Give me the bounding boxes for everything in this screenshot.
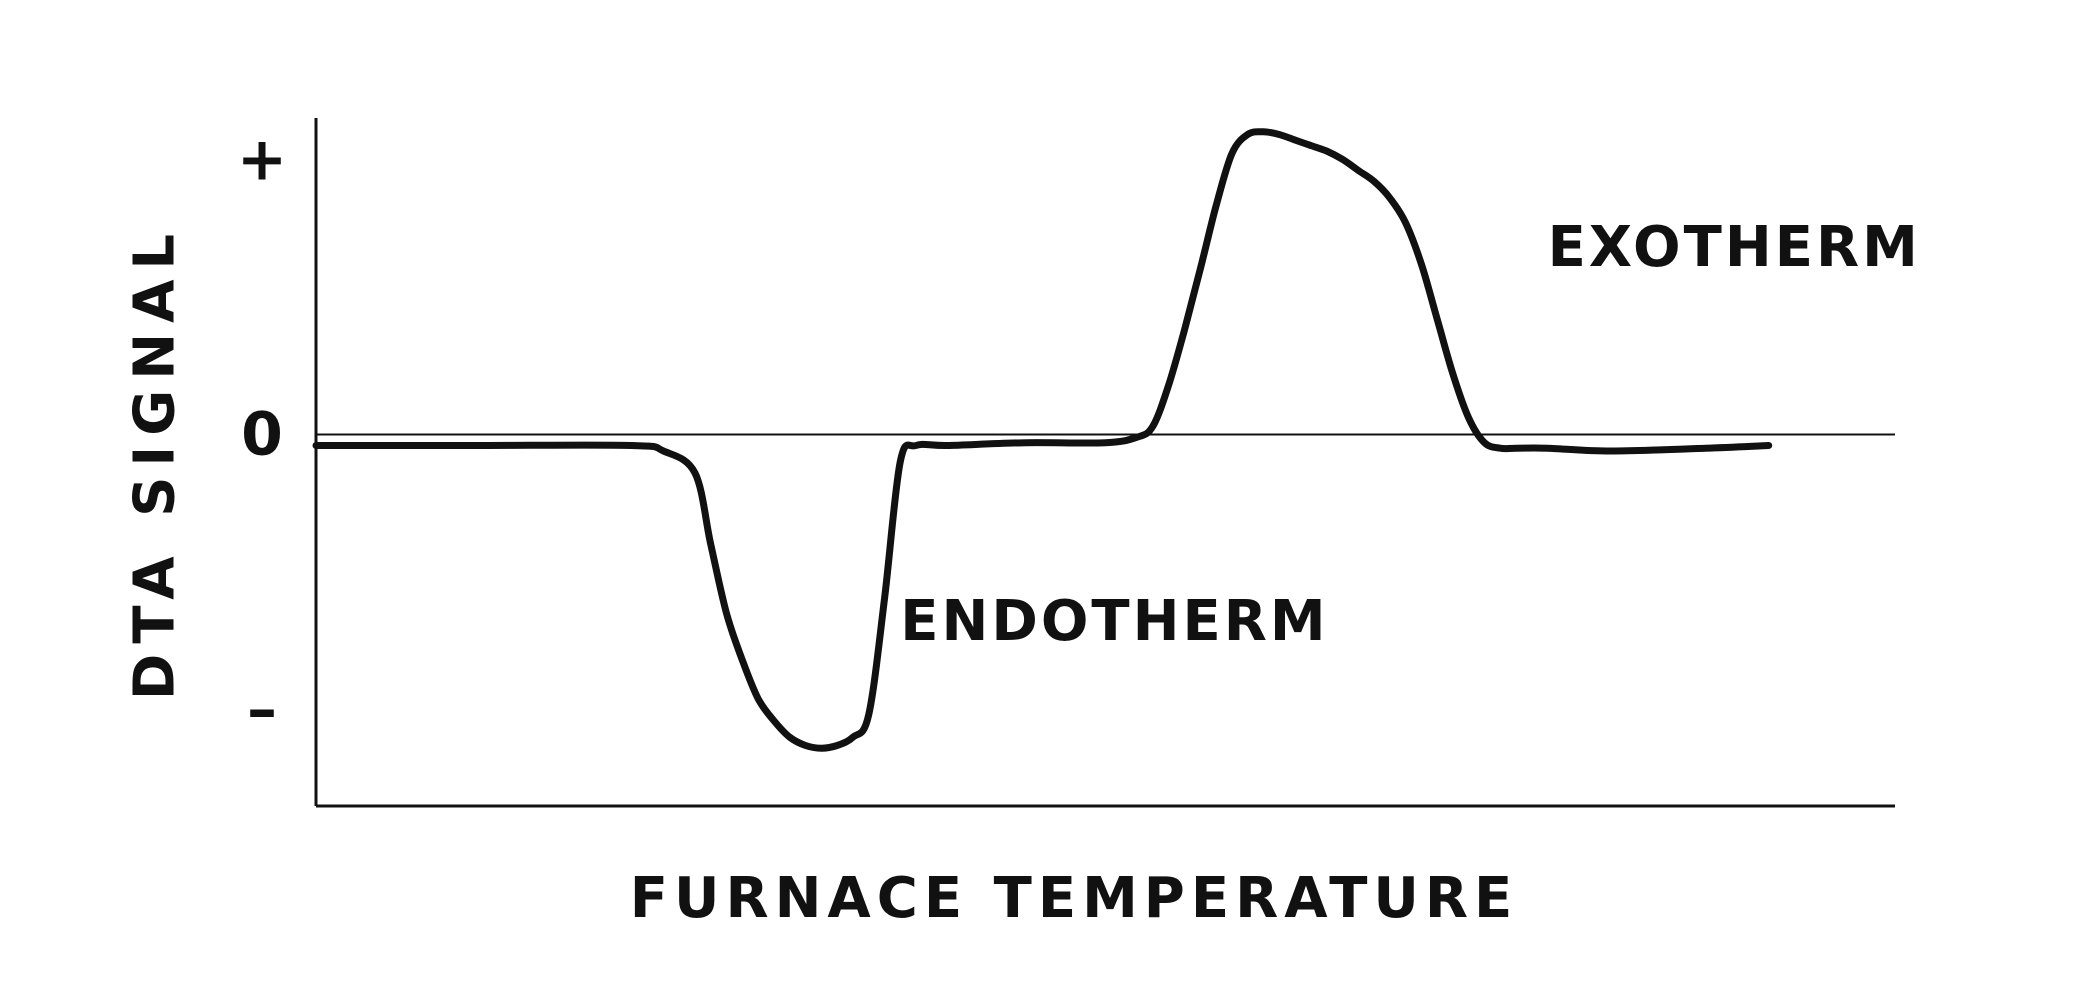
y-tick-labels: +0 –	[237, 124, 287, 744]
axes	[314, 118, 1895, 808]
y-tick-label: 0	[241, 399, 283, 469]
x-axis-label: FURNACE TEMPERATURE	[630, 866, 1519, 931]
y-tick-label: +	[237, 124, 287, 194]
y-axis-label: DTA SIGNAL	[123, 224, 188, 700]
y-tick-label: –	[247, 675, 277, 745]
annotation-exotherm: EXOTHERM	[1548, 215, 1921, 280]
annotations: EXOTHERM ENDOTHERM	[900, 215, 1921, 654]
annotation-endotherm: ENDOTHERM	[900, 589, 1328, 654]
dta-curve	[312, 128, 1773, 752]
